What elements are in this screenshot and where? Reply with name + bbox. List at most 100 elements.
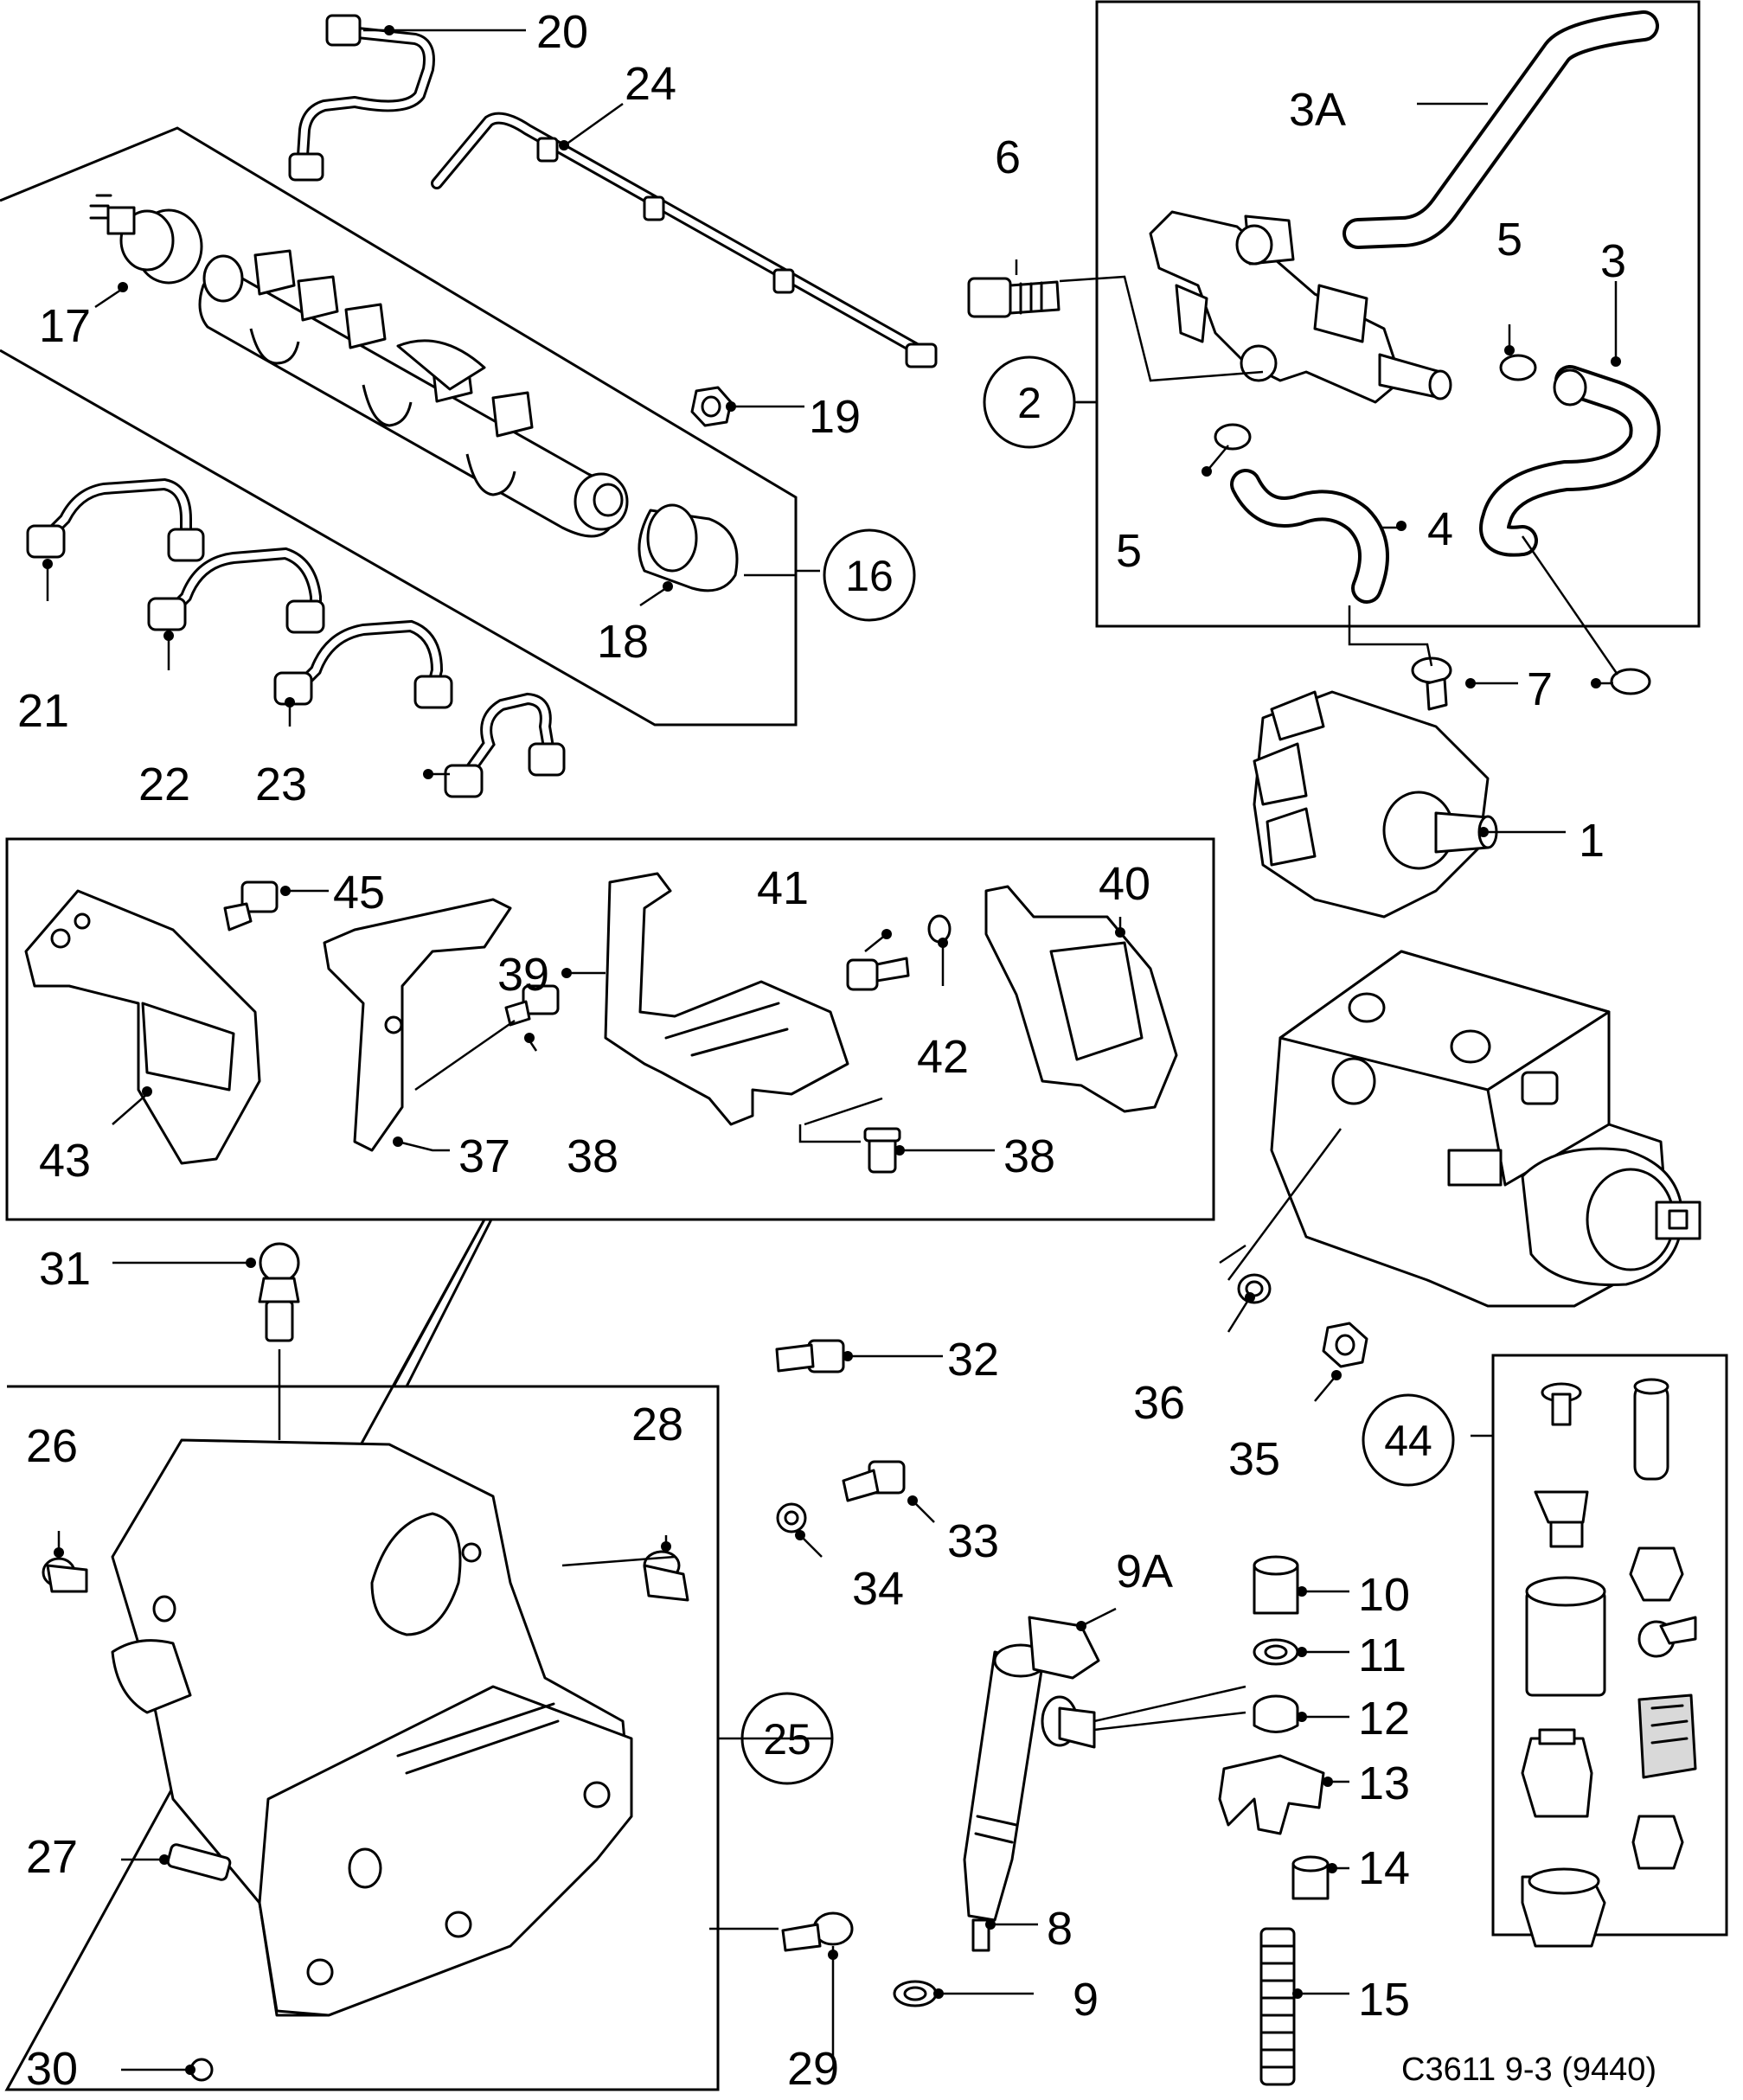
part-20-fuel-pipe — [288, 14, 435, 182]
part-8-injector — [963, 1616, 1100, 1952]
part-27-stud — [166, 1843, 232, 1881]
part-42-washer — [927, 914, 952, 944]
label-24: 24 — [625, 58, 676, 110]
label-33: 33 — [947, 1515, 999, 1567]
label-3a: 3A — [1289, 84, 1346, 136]
part-14-sleeve — [1291, 1855, 1330, 1900]
label-19: 19 — [809, 391, 861, 443]
figure-code: C3611 9-3 (9440) — [1401, 2052, 1656, 2088]
part-7-clamps — [1411, 656, 1651, 695]
circled-callout-2: 2 — [983, 355, 1076, 449]
part-13-clamp — [1218, 1754, 1325, 1835]
part-45-bolt — [223, 880, 279, 932]
part-6-bolt — [967, 277, 1061, 318]
small-parts-kit-frame — [1491, 1354, 1728, 1937]
part-25-engine-bracket — [111, 1438, 633, 2017]
fuel-rail — [198, 249, 629, 538]
part-11-ring — [1253, 1638, 1299, 1666]
part-21-pipe — [26, 477, 205, 562]
label-6: 6 — [995, 131, 1021, 183]
label-15: 15 — [1358, 1974, 1410, 2026]
part-44-kit-items — [1521, 1378, 1697, 1948]
fuel-rail-kit-frame — [0, 126, 798, 727]
part-4-hose — [1230, 469, 1389, 604]
label-39: 39 — [497, 949, 549, 1001]
part-34-washer — [776, 1502, 807, 1533]
label-11: 11 — [1358, 1629, 1407, 1681]
label-1: 1 — [1579, 815, 1605, 867]
label-32: 32 — [947, 1334, 999, 1386]
label-22: 22 — [138, 759, 190, 810]
label-10: 10 — [1358, 1569, 1410, 1621]
label-26: 26 — [26, 1420, 78, 1472]
label-9: 9 — [1073, 1974, 1099, 2026]
label-17: 17 — [39, 300, 91, 352]
label-31: 31 — [39, 1243, 91, 1295]
label-5-bottom: 5 — [1116, 525, 1142, 577]
leader-dots — [42, 25, 1621, 2075]
part-1-pump — [1253, 677, 1498, 919]
part-40-cover — [984, 885, 1178, 1113]
label-7: 7 — [1527, 663, 1553, 715]
label-34: 34 — [852, 1563, 904, 1615]
callout-2-text: 2 — [1017, 379, 1041, 427]
part-3-hose — [1479, 365, 1661, 557]
label-12: 12 — [1358, 1693, 1410, 1745]
part-17-pressure-sensor — [89, 194, 203, 285]
part-26-bushing — [42, 1557, 88, 1593]
label-8: 8 — [1047, 1903, 1073, 1955]
circled-callout-16: 16 — [823, 528, 916, 622]
high-pressure-pump — [1270, 950, 1701, 1308]
part-15-stud — [1259, 1927, 1296, 2086]
label-38-a: 38 — [567, 1130, 618, 1182]
part-33-bolt — [842, 1460, 906, 1502]
label-36: 36 — [1133, 1377, 1185, 1429]
label-3: 3 — [1600, 235, 1626, 287]
label-45: 45 — [333, 867, 385, 919]
part-24-return-line — [431, 112, 938, 368]
part-35-nut — [1322, 1322, 1368, 1368]
label-27: 27 — [26, 1831, 78, 1883]
label-29: 29 — [787, 2043, 839, 2095]
callout-44-text: 44 — [1384, 1417, 1432, 1465]
part-22-pipe — [147, 547, 325, 634]
label-40: 40 — [1099, 858, 1150, 910]
part-9-washer — [893, 1980, 938, 2007]
part-38-bolt-a — [504, 984, 560, 1027]
part-38-bolt-b — [863, 1127, 901, 1174]
part-39-bracket — [604, 872, 849, 1126]
part-18-cap — [638, 503, 739, 592]
part-31-ball-stud — [258, 1242, 300, 1342]
label-20: 20 — [536, 6, 588, 58]
part-37-bracket — [323, 898, 512, 1152]
label-4: 4 — [1427, 503, 1453, 555]
label-18: 18 — [597, 616, 649, 668]
part-5-clamps — [1214, 354, 1537, 451]
label-23: 23 — [255, 759, 307, 810]
callout-16-text: 16 — [845, 552, 894, 600]
label-28: 28 — [631, 1399, 683, 1450]
fuel-filter-housing — [1149, 210, 1452, 404]
part-32-bolt — [775, 1339, 845, 1373]
label-35: 35 — [1228, 1433, 1280, 1485]
label-13: 13 — [1358, 1757, 1410, 1809]
hose-kit-frame — [1095, 0, 1701, 628]
part-19-nut — [690, 386, 733, 427]
label-43: 43 — [39, 1135, 91, 1187]
label-5-top: 5 — [1496, 214, 1522, 266]
label-21: 21 — [17, 685, 69, 737]
label-37: 37 — [458, 1130, 510, 1182]
part-23-pipe — [273, 619, 566, 798]
label-42: 42 — [917, 1031, 969, 1083]
part-29-bolt — [781, 1911, 854, 1952]
label-41: 41 — [757, 862, 809, 914]
part-41-bolt — [846, 957, 910, 991]
part-12-seal — [1253, 1694, 1299, 1733]
label-9a: 9A — [1116, 1546, 1173, 1597]
label-38-b: 38 — [1003, 1130, 1055, 1182]
bracket-group-frame — [5, 837, 1215, 1221]
part-43-bracket — [24, 889, 261, 1165]
circled-callout-44: 44 — [1362, 1393, 1455, 1487]
part-3a-hose — [1342, 10, 1659, 249]
